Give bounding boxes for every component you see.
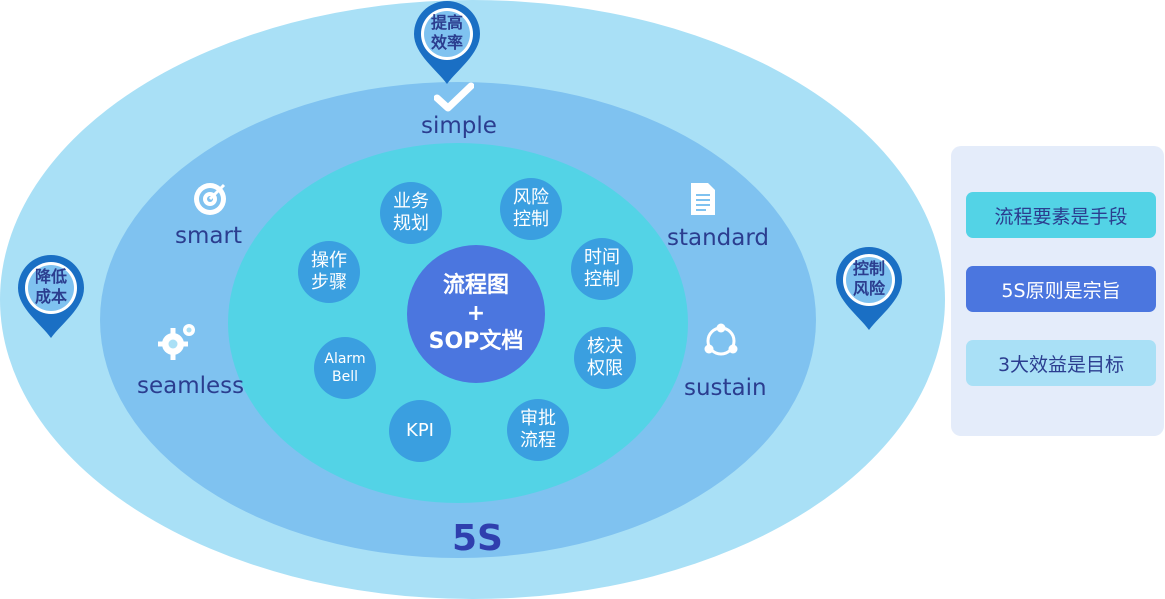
pin-label: 风险 <box>852 279 885 298</box>
bubble-text: 风险 <box>513 187 549 208</box>
core-circle: 流程图 + SOP文档 <box>407 245 545 383</box>
core-line-2: + <box>466 301 486 326</box>
bubble-approval-authority: 核决 权限 <box>574 327 636 389</box>
pin-label: 提高 <box>430 13 463 32</box>
core-line-3: SOP文档 <box>428 329 524 354</box>
bubble-text: 流程 <box>520 430 556 451</box>
location-pin-icon <box>414 1 480 84</box>
document-icon <box>691 183 715 215</box>
legend-panel: 流程要素是手段 5S原则是宗旨 3大效益是目标 <box>951 146 1164 436</box>
pin-label: 效率 <box>430 33 463 52</box>
cycle-icon <box>704 323 738 356</box>
principle-standard: standard <box>667 225 770 251</box>
five-s-label: 5S <box>452 518 503 559</box>
bubble-alarm-bell: Alarm Bell <box>314 337 376 399</box>
bubble-text: 控制 <box>584 269 620 290</box>
pin-control-risk: 控制 风险 <box>834 246 904 332</box>
principle-seamless: seamless <box>137 373 245 399</box>
legend-item-process-elements: 流程要素是手段 <box>966 192 1156 238</box>
bubble-business-planning: 业务 规划 <box>380 182 442 244</box>
bubble-text: 业务 <box>393 191 429 212</box>
pin-label: 降低 <box>34 267 67 286</box>
legend-item-5s-principles: 5S原则是宗旨 <box>966 266 1156 312</box>
pin-label: 控制 <box>852 259 885 278</box>
bubble-text: KPI <box>406 420 434 441</box>
bubble-operation-steps: 操作 步骤 <box>298 241 360 303</box>
bubble-kpi: KPI <box>389 400 451 462</box>
pin-label: 成本 <box>34 287 67 306</box>
bubble-text: 步骤 <box>311 272 347 293</box>
bubble-text: 权限 <box>587 358 623 379</box>
bubble-text: 核决 <box>587 336 623 357</box>
location-pin-icon <box>18 255 84 338</box>
bubble-risk-control: 风险 控制 <box>500 178 562 240</box>
target-icon <box>194 183 226 215</box>
principle-simple: simple <box>421 113 497 139</box>
bubble-text: 操作 <box>311 250 347 271</box>
bubble-approval-process: 审批 流程 <box>507 399 569 461</box>
bubble-text: 控制 <box>513 209 549 230</box>
pin-improve-efficiency: 提高 效率 <box>412 0 482 86</box>
location-pin-icon <box>836 247 902 330</box>
gears-icon <box>158 324 195 360</box>
bubble-time-control: 时间 控制 <box>571 238 633 300</box>
bubble-text: Alarm <box>324 351 366 367</box>
pin-reduce-cost: 降低 成本 <box>16 254 86 340</box>
legend-item-three-benefits: 3大效益是目标 <box>966 340 1156 386</box>
bubble-text: Bell <box>332 369 358 385</box>
principle-sustain: sustain <box>684 375 767 401</box>
principle-smart: smart <box>175 223 242 249</box>
bubble-text: 审批 <box>520 408 556 429</box>
check-icon <box>434 82 474 112</box>
bubble-text: 时间 <box>584 247 620 268</box>
core-line-1: 流程图 <box>442 273 509 298</box>
bubble-text: 规划 <box>393 213 429 234</box>
